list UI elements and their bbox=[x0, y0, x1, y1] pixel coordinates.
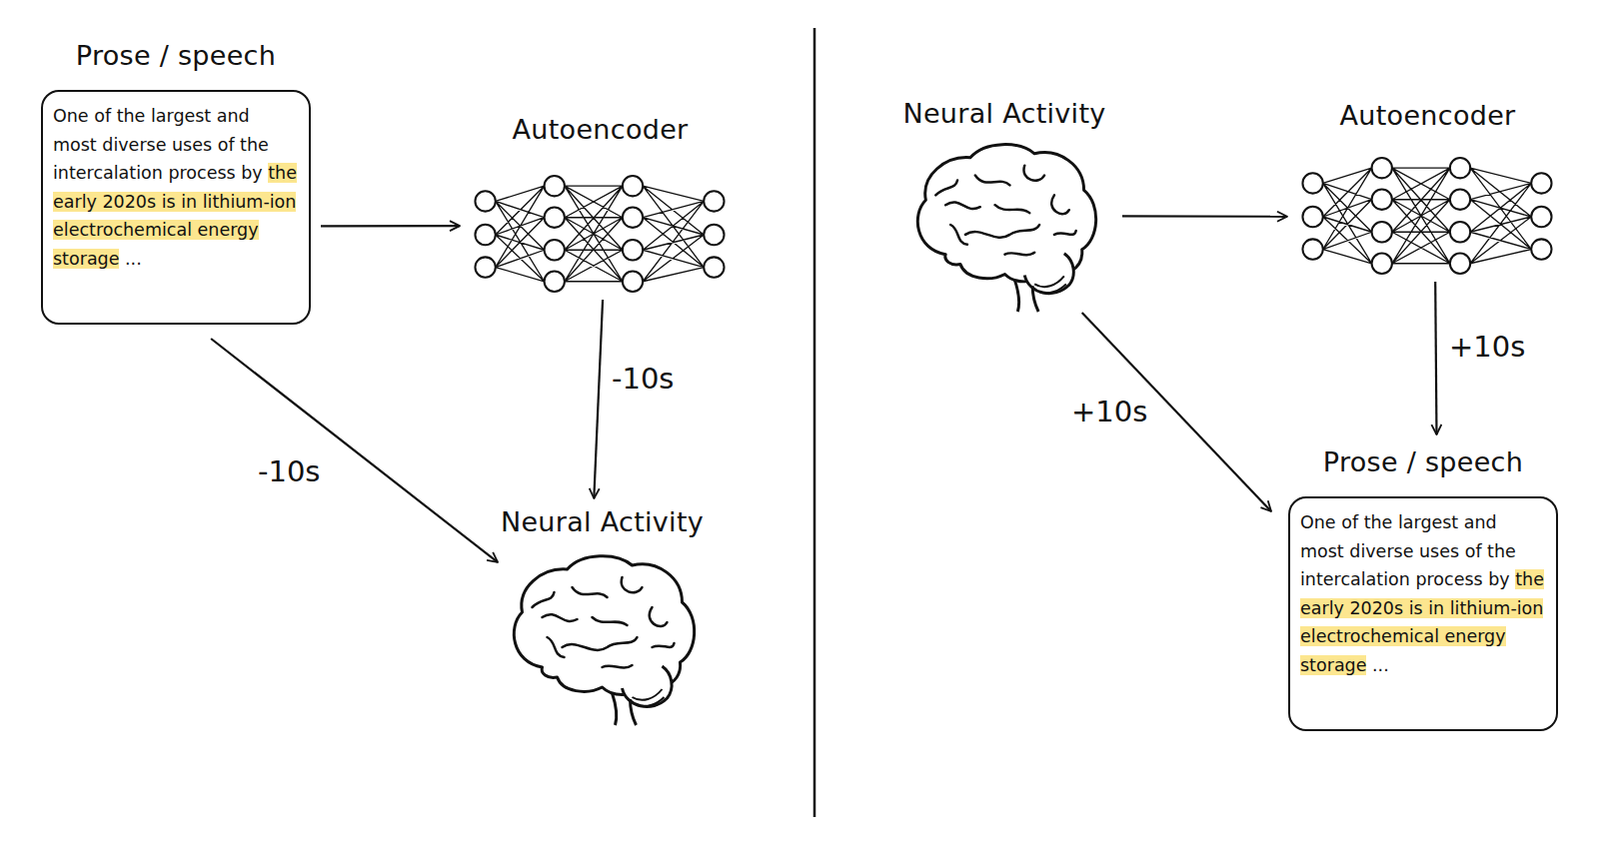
node-heading: Neural Activity bbox=[859, 97, 1150, 129]
brain-icon bbox=[917, 144, 1096, 312]
time-offset-label: +10s bbox=[1071, 394, 1148, 429]
neural-network-icon bbox=[1302, 157, 1552, 274]
text-box: Prose / speechOne of the largest and mos… bbox=[1288, 496, 1559, 732]
node-heading: Autoencoder bbox=[431, 113, 769, 145]
time-offset-label: +10s bbox=[1449, 329, 1526, 364]
body-text: One of the largest and most diverse uses… bbox=[1300, 508, 1547, 680]
arrow-connector bbox=[1122, 214, 1288, 218]
time-offset-label: -10s bbox=[611, 361, 674, 396]
arrow-connector bbox=[593, 299, 603, 499]
time-offset-label: -10s bbox=[257, 454, 320, 489]
brain-icon bbox=[513, 556, 694, 726]
arrow-connector bbox=[320, 224, 460, 227]
node-heading: Prose / speech bbox=[1250, 446, 1597, 478]
node-heading: Autoencoder bbox=[1259, 99, 1597, 131]
arrow-connector bbox=[1435, 281, 1437, 435]
figure-node: Autoencoder bbox=[1299, 97, 1557, 278]
text-box: Prose / speechOne of the largest and mos… bbox=[40, 89, 311, 325]
arrow-connector bbox=[210, 338, 498, 563]
highlight: the early 2020s is in lithium-ion electr… bbox=[52, 162, 297, 269]
panel-divider bbox=[813, 27, 817, 818]
figure-node: Autoencoder bbox=[471, 111, 729, 296]
figure-node: Neural Activity bbox=[899, 95, 1110, 315]
neural-network-icon bbox=[474, 175, 724, 292]
node-heading: Neural Activity bbox=[459, 506, 745, 538]
figure-node: Neural Activity bbox=[499, 504, 705, 728]
body-text: One of the largest and most diverse uses… bbox=[52, 101, 299, 273]
node-heading: Prose / speech bbox=[2, 39, 349, 71]
highlight: the early 2020s is in lithium-ion electr… bbox=[1300, 569, 1545, 676]
